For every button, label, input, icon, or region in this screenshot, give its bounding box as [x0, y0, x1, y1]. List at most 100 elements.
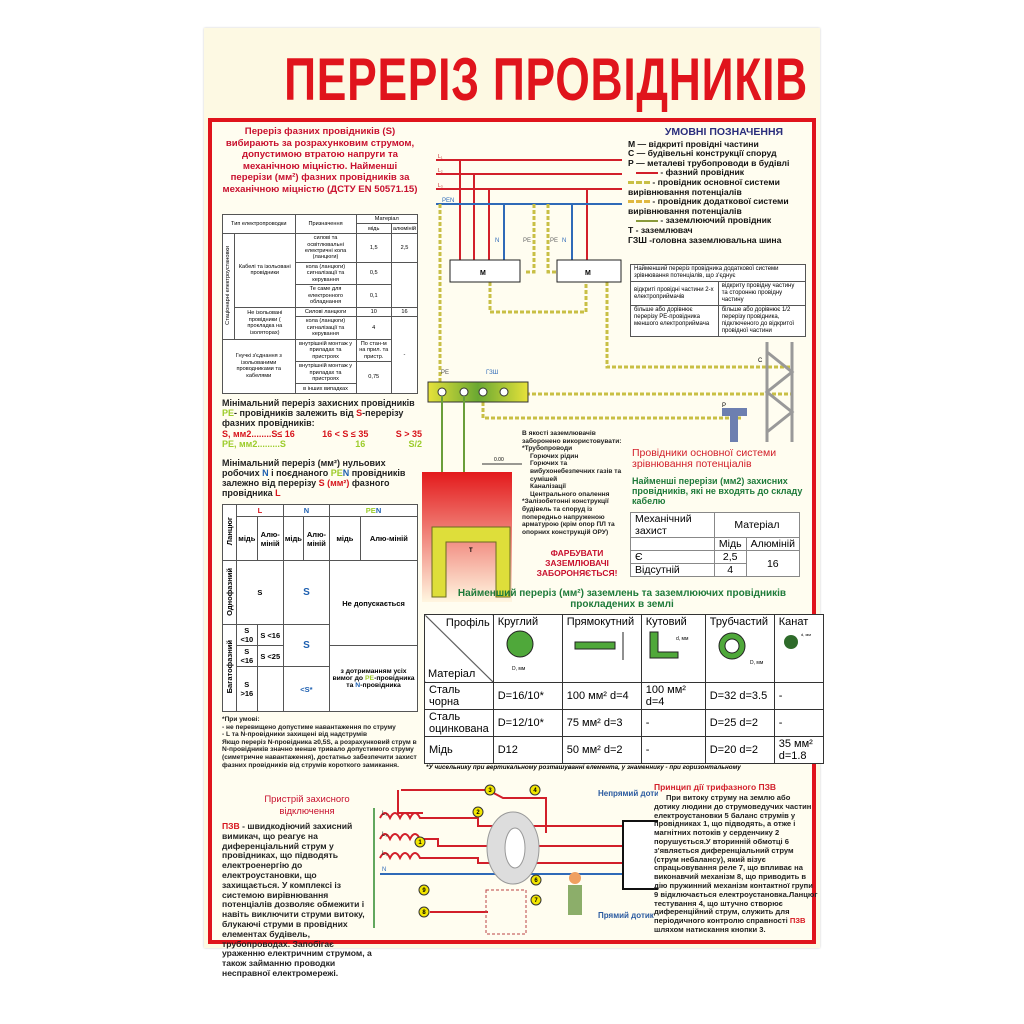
- th: Тип електропроводки: [222, 214, 296, 234]
- pen-label: PEN: [442, 198, 454, 204]
- s-range: 16 < S ≤ 35: [322, 429, 369, 439]
- cell: S <10: [236, 624, 258, 646]
- text: -провідника: [360, 682, 401, 689]
- text: - провідник основної системи вирівнюванн…: [628, 176, 780, 197]
- th: мідь: [355, 223, 392, 234]
- th: Алю-міній: [359, 516, 419, 561]
- n-label: N: [355, 682, 361, 689]
- cell: Те саме для електронного обладнання: [294, 284, 357, 308]
- cell: Гнучкі з'єднання з ізольованими проводни…: [222, 338, 296, 395]
- th: Профіль: [445, 617, 490, 629]
- legend-title: УМОВНІ ПОЗНАЧЕННЯ: [664, 126, 784, 138]
- cell: Кабелі та ізольовані провідники: [234, 232, 296, 308]
- text: фазного провідника: [222, 478, 390, 498]
- th: мідь: [236, 516, 258, 561]
- legend-item: ГЗШ -головна заземлювальна шина: [628, 234, 782, 245]
- th: Круглий: [497, 616, 539, 628]
- list-item: Центрального опалення: [530, 490, 610, 498]
- cell: S >16: [236, 666, 258, 712]
- pipe: [722, 408, 747, 442]
- rope-profile-icon: d, мм: [783, 632, 811, 649]
- cell: Відсутній: [630, 563, 715, 577]
- indirect-contact-label: Непрямий дотик: [598, 789, 658, 798]
- l-label: L: [275, 488, 281, 498]
- m-label: М: [585, 270, 591, 277]
- th: Кутовий: [645, 616, 687, 628]
- value-cell: D=32 d=3.5: [704, 682, 775, 710]
- cell: силові та освітлювальні електричні кола …: [294, 232, 357, 263]
- legend-phase: - фазний провідник: [628, 168, 820, 178]
- note-line: - не перевищено допустиме навантаження п…: [222, 723, 396, 731]
- l2-label: L₂: [438, 168, 443, 174]
- list-item: Каналізації: [530, 483, 567, 491]
- list-item: Горючих та вибухонебезпечних газів та су…: [530, 460, 622, 483]
- rcd-heading: Пристрій захисного відключення: [264, 794, 350, 817]
- th: L: [236, 504, 284, 517]
- n-label: N: [342, 468, 350, 478]
- th: Найменший переріз провідника додаткової …: [630, 264, 806, 282]
- cell: кола (ланцюги) сигналізації та керування: [294, 316, 357, 340]
- th: Матеріал: [355, 213, 419, 225]
- list-item: Горючих рідин: [530, 452, 579, 460]
- cell: Не допускається: [329, 560, 418, 646]
- pe-label: PE: [330, 468, 343, 478]
- cell: 0,1: [355, 284, 392, 308]
- value-cell: 100 мм² d=4: [640, 682, 706, 710]
- notes-title: *При умові:: [222, 716, 260, 723]
- main-eq-sub: Найменші перерізи (мм2) захисних провідн…: [632, 476, 803, 506]
- legend-item: С — будівельні конструкції споруд: [628, 148, 777, 159]
- pe-label: PE: [441, 370, 449, 376]
- material-cell: Мідь: [424, 736, 494, 764]
- cell: 4: [713, 563, 747, 577]
- svg-text:d, мм: d, мм: [801, 632, 811, 637]
- relay: [485, 889, 527, 935]
- cell: Силові ланцюги: [294, 306, 357, 318]
- material-cell: Сталь оцинкована: [424, 709, 494, 737]
- th: N: [282, 504, 331, 517]
- svg-text:2: 2: [476, 810, 480, 816]
- th: Призначення: [294, 214, 357, 234]
- cell: 2,5: [713, 550, 747, 564]
- cell: 10: [355, 306, 392, 318]
- th: Матеріал: [713, 512, 801, 538]
- value-cell: D=16/10*: [492, 682, 563, 710]
- value-cell: 100 мм² d=4: [561, 682, 642, 710]
- poster: ПЕРЕРІЗ ПРОВІДНИКІВ Переріз фазних прові…: [204, 28, 824, 978]
- text: шляхом натискання кнопки 3.: [654, 924, 766, 934]
- pe-value: PE, мм2.........S: [222, 439, 286, 449]
- c-label: С: [758, 358, 763, 364]
- l1-label: L₁: [438, 154, 443, 160]
- text: При витоку струму на землю або дотику лю…: [654, 793, 818, 926]
- worker-figure: [568, 872, 582, 915]
- text: В якості заземлювачів заборонено викорис…: [522, 430, 622, 445]
- th: Канат: [778, 616, 809, 628]
- value-cell: -: [773, 709, 824, 737]
- text: - провідник додаткової системи вирівнюва…: [628, 196, 789, 216]
- th: Алюміній: [745, 537, 801, 551]
- cell: більше або дорівнює перерізу PE-провідни…: [630, 305, 719, 337]
- svg-text:L₂: L₂: [382, 832, 388, 838]
- value-cell: D=12/10*: [492, 709, 563, 737]
- s-label: S: [356, 408, 363, 418]
- th: PE: [365, 506, 376, 515]
- legend-earth: - заземлюючий провідник: [628, 216, 820, 226]
- cell: 16: [745, 550, 801, 577]
- pe-label: PE: [222, 408, 235, 418]
- angle-profile-icon: d, мм: [649, 631, 689, 659]
- legend-item: М — відкриті провідні частини: [628, 138, 759, 149]
- m-label: М: [480, 270, 486, 277]
- legend-main: - провідник основної системи вирівнюванн…: [628, 176, 820, 197]
- additional-eq-table: Найменший переріз провідника додаткової …: [630, 264, 807, 337]
- text: - фазний провідник: [658, 167, 745, 178]
- text: -перерізу фазних провідників:: [222, 408, 404, 428]
- cell: Є: [630, 550, 715, 564]
- pe-value: S/2: [408, 439, 422, 449]
- n-rule: Мінімальний переріз (мм²) нульових робоч…: [222, 458, 422, 498]
- round-profile-icon: D, мм: [506, 630, 534, 672]
- cell: 2,5: [390, 232, 419, 263]
- paint-warning: ФАРБУВАТИ ЗАЗЕМЛЮВАЧІ ЗАБОРОНЯЄТЬСЯ!: [536, 548, 618, 578]
- p-label: Р: [722, 403, 726, 409]
